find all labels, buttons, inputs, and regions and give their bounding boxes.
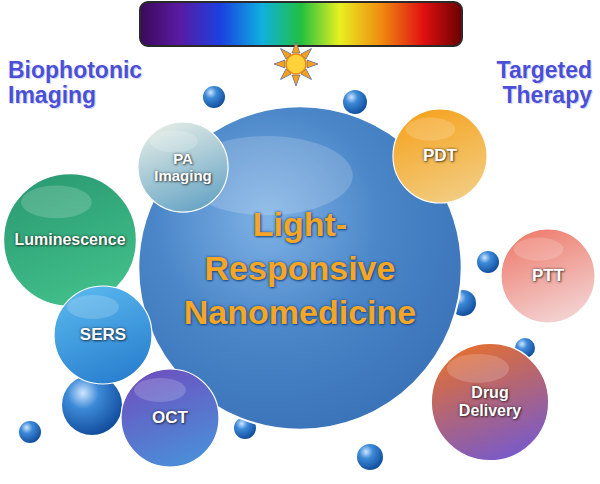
- topic-circle: PTT: [500, 228, 596, 324]
- topic-label: PTT: [510, 266, 586, 286]
- topic-label: OCT: [130, 408, 210, 428]
- main-title: Light- Responsive Nanomedicine: [170, 202, 430, 335]
- topic-circle: Drug Delivery: [430, 342, 550, 462]
- topic-label: PA Imaging: [147, 150, 219, 185]
- topic-circle: OCT: [120, 368, 220, 468]
- topic-label: Drug Delivery: [445, 384, 535, 421]
- topic-circle: SERS: [53, 285, 153, 385]
- topic-label: SERS: [63, 325, 143, 345]
- topic-label: Luminescence: [8, 231, 132, 249]
- spectrum-bar: [140, 2, 462, 46]
- category-heading: Targeted Therapy: [462, 58, 592, 109]
- topic-label: PDT: [402, 146, 478, 166]
- sun-icon: [274, 42, 318, 86]
- topic-circle: PDT: [392, 108, 488, 204]
- topic-circle: PA Imaging: [137, 121, 229, 213]
- category-heading: Biophotonic Imaging: [8, 58, 138, 109]
